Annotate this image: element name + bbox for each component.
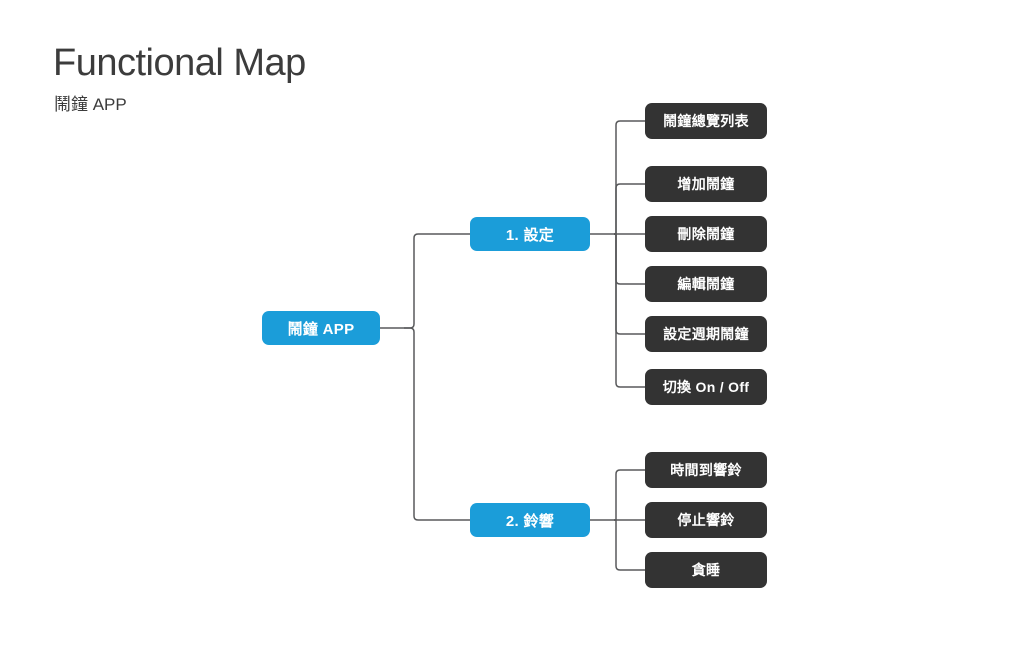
node-leaf-add-alarm[interactable]: 增加鬧鐘 xyxy=(645,166,767,202)
node-leaf-snooze[interactable]: 貪睡 xyxy=(645,552,767,588)
node-leaf-delete-alarm[interactable]: 刪除鬧鐘 xyxy=(645,216,767,252)
page-title: Functional Map xyxy=(53,42,306,84)
node-leaf-ring-on-time[interactable]: 時間到響鈴 xyxy=(645,452,767,488)
page-subtitle: 鬧鐘 APP xyxy=(54,95,127,114)
node-branch-ringing[interactable]: 2. 鈴響 xyxy=(470,503,590,537)
node-leaf-recurring-alarm[interactable]: 設定週期鬧鐘 xyxy=(645,316,767,352)
node-leaf-toggle-on-off[interactable]: 切換 On / Off xyxy=(645,369,767,405)
node-branch-settings[interactable]: 1. 設定 xyxy=(470,217,590,251)
node-leaf-stop-ring[interactable]: 停止響鈴 xyxy=(645,502,767,538)
node-leaf-edit-alarm[interactable]: 編輯鬧鐘 xyxy=(645,266,767,302)
node-leaf-alarm-list[interactable]: 鬧鐘總覽列表 xyxy=(645,103,767,139)
node-root[interactable]: 鬧鐘 APP xyxy=(262,311,380,345)
